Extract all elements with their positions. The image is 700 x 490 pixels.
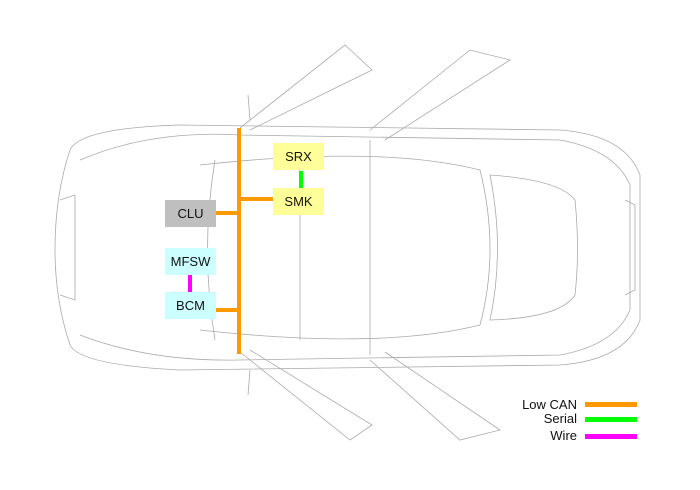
- module-smk: SMK: [273, 188, 324, 215]
- legend-label-wire: Wire: [550, 428, 577, 443]
- legend-label-low-can: Low CAN: [522, 397, 577, 412]
- legend-swatch-serial: [585, 417, 637, 422]
- serial-line-srx-smk: [299, 171, 303, 188]
- module-srx: SRX: [273, 143, 324, 170]
- low-can-stub-bcm: [216, 308, 239, 312]
- wire-line-mfsw-bcm: [188, 275, 192, 292]
- legend-label-serial: Serial: [543, 411, 577, 426]
- low-can-bus-trunk: [237, 128, 241, 354]
- module-bcm: BCM: [165, 292, 216, 319]
- module-mfsw: MFSW: [165, 248, 216, 275]
- low-can-stub-smk: [239, 197, 273, 201]
- module-clu: CLU: [165, 200, 216, 227]
- legend-swatch-wire: [585, 434, 637, 439]
- low-can-stub-clu: [216, 211, 239, 215]
- legend-swatch-low-can: [585, 402, 637, 407]
